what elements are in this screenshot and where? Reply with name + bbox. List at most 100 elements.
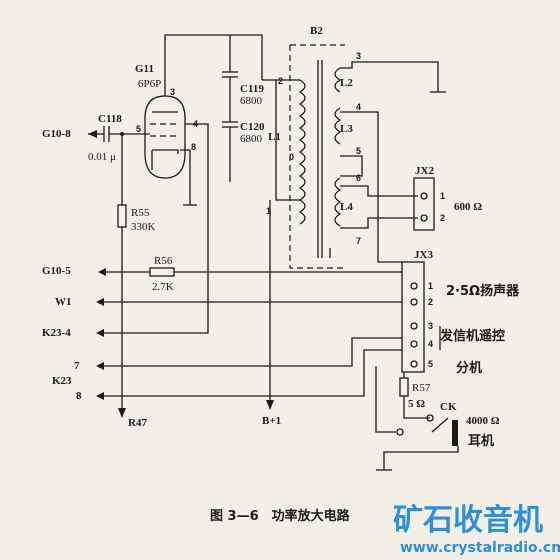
r57-label: R57 bbox=[412, 382, 431, 394]
ck-switch-blade bbox=[431, 417, 449, 433]
jx3-terminal-1 bbox=[410, 282, 418, 290]
primary-bottom-wire bbox=[275, 80, 300, 201]
k23-4-arrow bbox=[96, 329, 104, 337]
k23-label: K23 bbox=[52, 375, 72, 387]
jx2-terminal-2 bbox=[420, 214, 428, 222]
jack-jx2: JX2 1 2 600 Ω bbox=[413, 165, 482, 231]
earphone-jack-body bbox=[452, 420, 458, 446]
b2-pin6: 6 bbox=[356, 173, 361, 183]
t7-arrow bbox=[96, 362, 104, 370]
earphone-ground-wire bbox=[383, 446, 459, 470]
jx3-terminal-2 bbox=[410, 298, 418, 306]
cathode-ground-lead bbox=[180, 149, 191, 205]
b2-label: B2 bbox=[310, 25, 323, 37]
t8-label: 8 bbox=[76, 390, 82, 402]
r56-value: 2.7K bbox=[152, 281, 174, 293]
jx2-terminal-1 bbox=[420, 192, 428, 200]
jx3-pin2: 2 bbox=[428, 297, 433, 307]
t8-wire bbox=[98, 349, 402, 397]
t8-arrow bbox=[96, 392, 104, 400]
ck-left-wire bbox=[375, 400, 396, 433]
jx3-pin5: 5 bbox=[428, 359, 433, 369]
jx2-block bbox=[413, 177, 435, 231]
ck-ohm-label: 4000 Ω bbox=[466, 415, 500, 427]
ck-earphone-label: 耳机 bbox=[468, 433, 494, 449]
k23-4-label: K23-4 bbox=[42, 327, 71, 339]
b2-core-pin: 0 bbox=[289, 152, 294, 162]
ck-label: CK bbox=[440, 401, 457, 413]
b-plus-label: B+1 bbox=[262, 415, 281, 427]
r56-body bbox=[149, 267, 175, 277]
watermark-title: 矿石收音机 bbox=[393, 503, 543, 538]
input-coupling: G10-8 C118 0.01 μ R55 330K R47 bbox=[42, 113, 156, 429]
r47-label: R47 bbox=[128, 417, 147, 429]
jx2-pin1-label: 1 bbox=[440, 191, 445, 201]
tube-cathode bbox=[152, 149, 179, 154]
c119-value: 6800 bbox=[240, 95, 263, 107]
c118-value: 0.01 μ bbox=[88, 151, 116, 163]
screen-grid-lead bbox=[100, 123, 209, 334]
b2-pin1: 1 bbox=[266, 206, 271, 216]
l1-label: L1 bbox=[268, 131, 281, 143]
figure-caption: 图 3—6 功率放大电路 bbox=[210, 508, 351, 524]
l4-label: L4 bbox=[340, 201, 353, 213]
jx2-pin2-label: 2 bbox=[440, 213, 445, 223]
c120-value: 6800 bbox=[240, 133, 263, 145]
g10-8-label: G10-8 bbox=[42, 128, 71, 140]
ck-top-wire bbox=[403, 396, 430, 419]
jx2-ohm-label: 600 Ω bbox=[454, 201, 482, 213]
g10-5-arrow bbox=[98, 268, 106, 276]
c119-label: C119 bbox=[240, 83, 264, 95]
tube-pin8: 8 bbox=[191, 142, 196, 152]
jx3-pin1: 1 bbox=[428, 281, 433, 291]
l1-primary-coil bbox=[298, 79, 306, 225]
pin6-jx2-wire bbox=[340, 185, 418, 197]
l4-coil bbox=[334, 177, 342, 227]
tube-envelope bbox=[144, 95, 186, 179]
r47-arrow bbox=[118, 408, 126, 418]
output-transformer-b2: B2 L2 L3 L4 L1 1 2 3 4 5 6 7 0 bbox=[266, 25, 361, 269]
b2-pin7: 7 bbox=[356, 236, 361, 246]
r56-label: R56 bbox=[154, 255, 173, 267]
t7-label: 7 bbox=[74, 360, 80, 372]
w1-label: W1 bbox=[55, 296, 72, 308]
l2-coil bbox=[334, 67, 342, 93]
pin7-jx2-wire bbox=[340, 217, 418, 229]
r55-value: 330K bbox=[131, 221, 156, 233]
r55-body bbox=[117, 204, 127, 228]
jx3-label: JX3 bbox=[414, 249, 433, 261]
jx3-speaker-label: 2·5Ω扬声器 bbox=[446, 283, 520, 299]
jx3-block bbox=[401, 261, 425, 373]
tube-type-label: 6P6P bbox=[138, 78, 161, 90]
jx2-label: JX2 bbox=[415, 165, 434, 177]
pin5-pin6-link bbox=[340, 155, 363, 177]
r57-body bbox=[399, 377, 409, 397]
g10-5-label: G10-5 bbox=[42, 265, 71, 277]
r55-label: R55 bbox=[131, 207, 150, 219]
tube-pin3: 3 bbox=[170, 87, 175, 97]
w1-arrow bbox=[96, 298, 104, 306]
tube-pin5: 5 bbox=[136, 124, 141, 134]
r57-value: 5 Ω bbox=[408, 398, 425, 410]
capacitors-c119-c120: C119 6800 C120 6800 bbox=[222, 35, 265, 182]
c120-label: C120 bbox=[240, 121, 265, 133]
ck-contact-a bbox=[396, 428, 404, 436]
pin4-wire bbox=[340, 111, 402, 263]
b2-pin4: 4 bbox=[356, 102, 361, 112]
l3-label: L3 bbox=[340, 123, 353, 135]
b-plus-arrow bbox=[266, 400, 274, 410]
vacuum-tube-g11: G11 6P6P 3 4 5 8 bbox=[135, 63, 198, 179]
b2-pin3: 3 bbox=[356, 51, 361, 61]
jx3-pin4: 4 bbox=[428, 339, 433, 349]
jack-jx3: JX3 1 2 3 4 5 2·5Ω扬声器 发信机遥控 分机 bbox=[401, 249, 520, 376]
l2-label: L2 bbox=[340, 77, 353, 89]
ck-contact-b bbox=[426, 414, 434, 422]
jx3-pin3: 3 bbox=[428, 321, 433, 331]
t7-wire bbox=[98, 337, 402, 367]
l3-coil bbox=[334, 107, 342, 145]
jx3-terminal-4 bbox=[410, 340, 418, 348]
jx3-terminal-5 bbox=[410, 360, 418, 368]
plate-lead-wire bbox=[164, 34, 263, 96]
b2-pin2: 2 bbox=[278, 76, 283, 86]
